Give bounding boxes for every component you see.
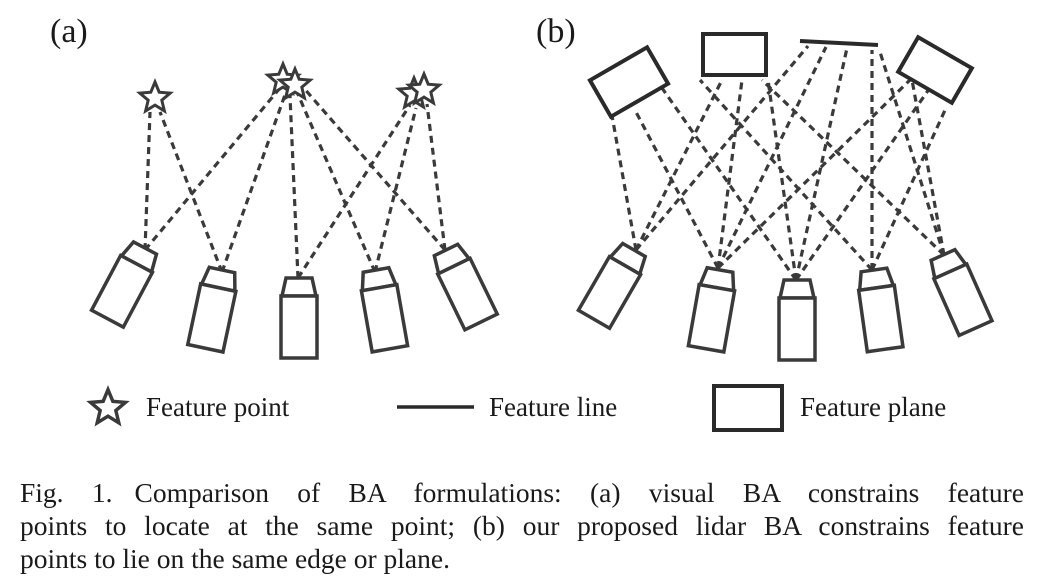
ray: [288, 95, 300, 279]
ray: [634, 79, 724, 251]
feature-plane-rectangle-icon: [895, 34, 975, 106]
camera-icon: [428, 240, 499, 332]
feature-plane-rectangle-icon: [587, 44, 671, 120]
ray: [158, 111, 224, 273]
panel-a: [89, 62, 499, 360]
camera-icon: [777, 278, 817, 362]
ray: [609, 109, 638, 251]
camera-icon: [279, 276, 319, 360]
ray: [760, 78, 946, 257]
camera-icon: [576, 239, 652, 331]
camera-icon: [854, 265, 905, 354]
legend-feature-point-label: Feature point: [146, 392, 290, 422]
ray: [634, 44, 810, 252]
ray: [143, 111, 152, 251]
ray: [660, 87, 798, 281]
caption-line: points to lie on the same edge or plane.: [20, 543, 450, 574]
camera-icon: [89, 237, 163, 329]
camera-icon: [356, 265, 410, 354]
ray: [295, 91, 377, 273]
panel-b-label: (b): [536, 13, 576, 50]
legend-feature-plane-label: Feature plane: [800, 392, 947, 422]
ray: [425, 103, 447, 251]
panel-b: [576, 32, 994, 362]
feature-plane-rectangle-icon: [701, 32, 768, 77]
legend-feature-line-label: Feature line: [489, 392, 618, 422]
legend-rectangle-icon: [712, 384, 784, 432]
ray: [373, 107, 418, 273]
camera-icon: [686, 265, 740, 354]
figure-caption: Fig. 1. Comparison of BA formulations: (a…: [20, 476, 1024, 575]
legend-star-icon: [88, 387, 128, 425]
ray: [220, 91, 288, 273]
camera-icon: [186, 264, 242, 354]
feature-line-segment-icon: [799, 39, 879, 47]
ray: [766, 79, 798, 281]
ray: [716, 79, 744, 269]
ray: [870, 107, 948, 271]
ba-comparison-diagram: [88, 32, 994, 432]
panel-b-rays: [609, 44, 948, 281]
ray: [794, 47, 849, 281]
ray: [300, 84, 447, 252]
panel-a-label: (a): [50, 13, 88, 50]
caption-line: Fig. 1. Comparison of BA formulations: (a…: [20, 476, 1024, 509]
legend: [88, 384, 784, 432]
ray: [634, 111, 720, 269]
ray: [910, 79, 946, 256]
caption-figure-number: Fig. 1.: [20, 477, 113, 508]
caption-text: Comparison of BA formulations: (a) visua…: [134, 477, 1024, 508]
camera-icon: [924, 245, 994, 338]
ray: [698, 78, 874, 272]
feature-point-star-icon: [138, 80, 172, 113]
ray: [296, 104, 412, 279]
panel-a-rays: [143, 84, 447, 279]
ray: [716, 76, 914, 270]
caption-line: points to locate at the same point; (b) …: [20, 510, 1024, 541]
